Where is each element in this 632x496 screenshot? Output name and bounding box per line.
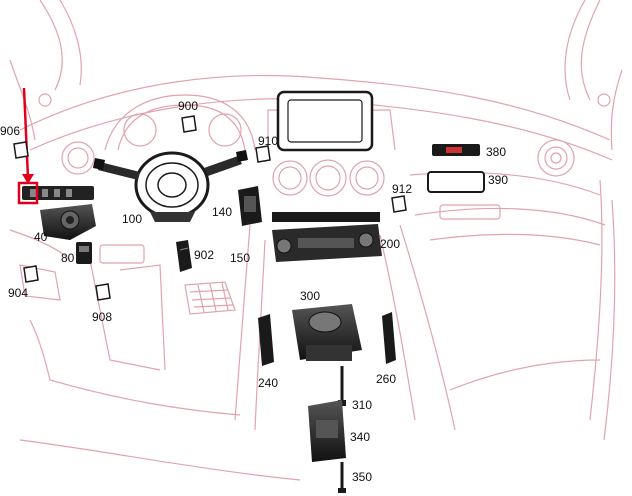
- callout-240: 240: [258, 376, 279, 390]
- callout-310: 310: [352, 398, 373, 412]
- callout-900: 900: [178, 99, 199, 113]
- callout-100: 100: [122, 212, 143, 226]
- part-40-light-switch: [40, 204, 96, 240]
- callout-904: 904: [8, 286, 29, 300]
- callout-40: 40: [34, 230, 48, 244]
- part-900-steering-clockspring: [93, 150, 248, 222]
- callout-200: 200: [380, 237, 401, 251]
- part-340-lower-module: [308, 400, 346, 462]
- part-200-climate-panel: [272, 212, 382, 262]
- callout-300: 300: [300, 289, 321, 303]
- callout-912: 912: [392, 182, 413, 196]
- part-80-switch: [76, 242, 92, 264]
- part-100-display: [276, 90, 374, 152]
- part-240-trim: [258, 314, 274, 366]
- callout-908: 908: [92, 310, 113, 324]
- callout-390: 390: [488, 173, 509, 187]
- part-260-trim: [382, 312, 396, 364]
- part-350-bolt: [338, 462, 346, 493]
- part-300-console: [292, 304, 362, 361]
- part-902-sensor: [176, 240, 192, 272]
- callout-80: 80: [61, 251, 75, 265]
- callout-340: 340: [350, 430, 371, 444]
- callout-902: 902: [194, 248, 215, 262]
- callout-906: 906: [0, 124, 21, 138]
- part-380-390-switches: [427, 144, 485, 193]
- part-highlighted-switch: [17, 87, 94, 205]
- callout-910: 910: [258, 134, 279, 148]
- part-140-module: [238, 186, 262, 226]
- callout-350: 350: [352, 470, 373, 484]
- callout-140: 140: [212, 205, 233, 219]
- callout-150: 150: [230, 251, 251, 265]
- callout-260: 260: [376, 372, 397, 386]
- callout-markers: [13, 115, 407, 301]
- callout-380: 380: [486, 145, 507, 159]
